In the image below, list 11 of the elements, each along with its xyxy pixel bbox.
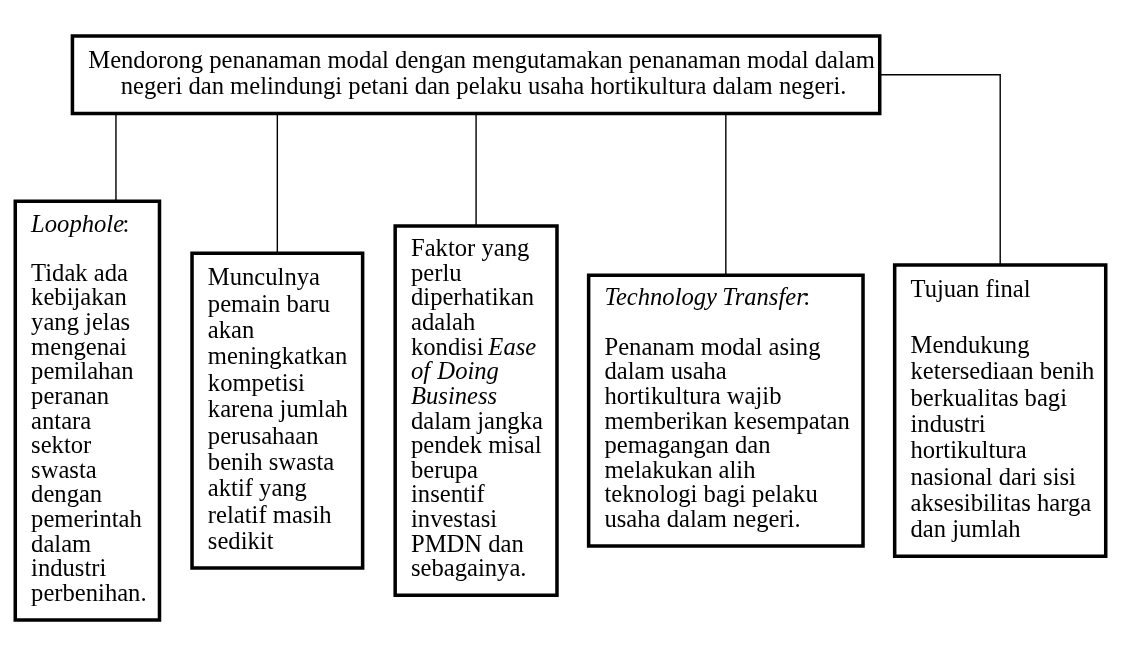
node-box: Mendorong penanaman modal dengan mengutamakan penanaman modal dalam negeri dan melindungi petani dan pelaku usaha hortikultura dalam negeri.: [70, 33, 882, 115]
node-box: Technology Transfer: Penanam modal asing dalam usaha hortikultura wajib memberikan kesempatan pemagangan dan melakukan alih teknologi bagi pelaku usaha dalam negeri.: [586, 273, 865, 548]
connector: [879, 73, 1001, 265]
connector: [725, 112, 727, 275]
connector: [115, 112, 117, 201]
connector: [475, 112, 477, 227]
node-box: Munculnya pemain baru akan meningkatkan kompetisi karena jumlah perusahaan benih swasta aktif yang relatif masih sedikit: [190, 251, 365, 570]
node-box: Tujuan final Mendukung ketersediaan benih berkualitas bagi industri hortikultura nasional dari sisi aksesibilitas harga dan jumlah: [892, 262, 1108, 558]
node-box: Loophole: Tidak ada kebijakan yang jelas mengenai pemilahan peranan antara sektor swasta dengan pemerintah dalam industri perbenihan.: [13, 199, 162, 622]
node-box: Faktor yang perlu diperhatikan adalah kondisi Ease of Doing Business dalam jangka pendek misal berupa insentif investasi PMDN dan sebagainya.: [393, 223, 559, 597]
connector: [276, 112, 279, 254]
